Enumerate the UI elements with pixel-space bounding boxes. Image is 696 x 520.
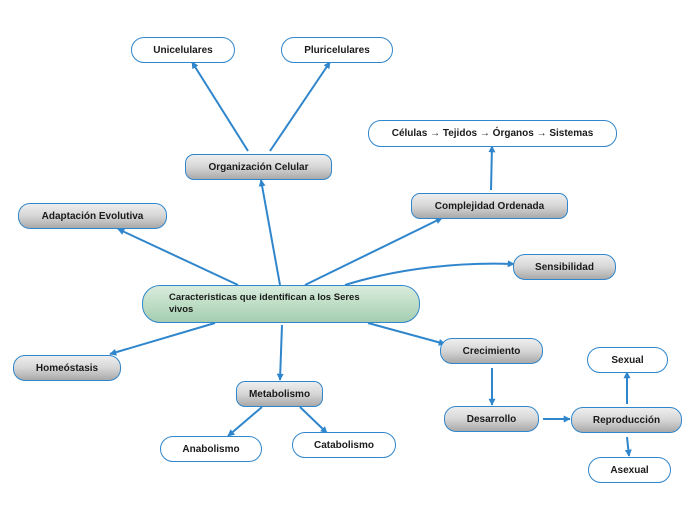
node-sensibilidad[interactable]: Sensibilidad (513, 254, 616, 280)
node-desarrollo[interactable]: Desarrollo (444, 406, 539, 432)
node-celulas-tejidos-organos-sistemas[interactable]: Células → Tejidos → Órganos → Sistemas (368, 120, 617, 147)
node-central-caracteristicas[interactable]: Caracteristicas que identifican a los Se… (142, 285, 420, 323)
edge-organizacion-unicelulares (191, 61, 249, 152)
edge-central-complejidad (304, 217, 443, 286)
node-homeostasis[interactable]: Homeóstasis (13, 355, 121, 381)
edge-central-metabolismo (276, 324, 284, 381)
node-catabolismo[interactable]: Catabolismo (292, 432, 396, 458)
node-label: Catabolismo (313, 439, 374, 451)
node-label: Pluricelulares (304, 44, 370, 56)
node-sexual[interactable]: Sexual (587, 347, 668, 373)
node-unicelulares[interactable]: Unicelulares (131, 37, 235, 63)
node-label: Adaptación Evolutiva (41, 210, 144, 222)
node-label: Reproducción (592, 414, 661, 426)
edge-central-sensibilidad (344, 260, 515, 286)
edge-central-homeostasis (109, 322, 216, 356)
node-label: Crecimiento (462, 345, 521, 357)
node-crecimiento[interactable]: Crecimiento (440, 338, 543, 364)
edge-metabolismo-anabolismo (227, 406, 263, 437)
edge-organizacion-pluricelulares (269, 61, 331, 152)
node-label: Caracteristicas que identifican a los Se… (169, 292, 360, 315)
node-label: Sexual (611, 354, 644, 366)
node-label: Homeóstasis (35, 362, 99, 374)
node-anabolismo[interactable]: Anabolismo (160, 436, 262, 462)
node-label: Sensibilidad (535, 261, 594, 273)
node-label: Metabolismo (248, 388, 311, 400)
node-label: Células → Tejidos → Órganos → Sistemas (391, 128, 594, 139)
node-complejidad-ordenada[interactable]: Complejidad Ordenada (411, 193, 568, 219)
edge-central-crecimiento (367, 322, 446, 346)
node-label: Desarrollo (466, 413, 517, 425)
node-label: Asexual (610, 464, 649, 476)
node-label: Anabolismo (182, 443, 240, 455)
node-label: Organización Celular (208, 161, 309, 173)
node-pluricelulares[interactable]: Pluricelulares (281, 37, 393, 63)
node-organizacion-celular[interactable]: Organización Celular (185, 154, 332, 180)
node-label: Unicelulares (153, 44, 213, 56)
edge-central-adaptacion (117, 228, 239, 286)
node-adaptacion-evolutiva[interactable]: Adaptación Evolutiva (18, 203, 167, 229)
edge-central-organizacion (258, 179, 281, 286)
node-metabolismo[interactable]: Metabolismo (236, 381, 323, 407)
edge-complejidad-celulas (488, 145, 496, 191)
node-label: Complejidad Ordenada (434, 200, 545, 212)
edge-metabolismo-catabolismo (299, 406, 328, 434)
node-asexual[interactable]: Asexual (588, 457, 671, 483)
edge-reproduccion-asexual (624, 436, 632, 457)
node-reproduccion[interactable]: Reproducción (571, 407, 682, 433)
